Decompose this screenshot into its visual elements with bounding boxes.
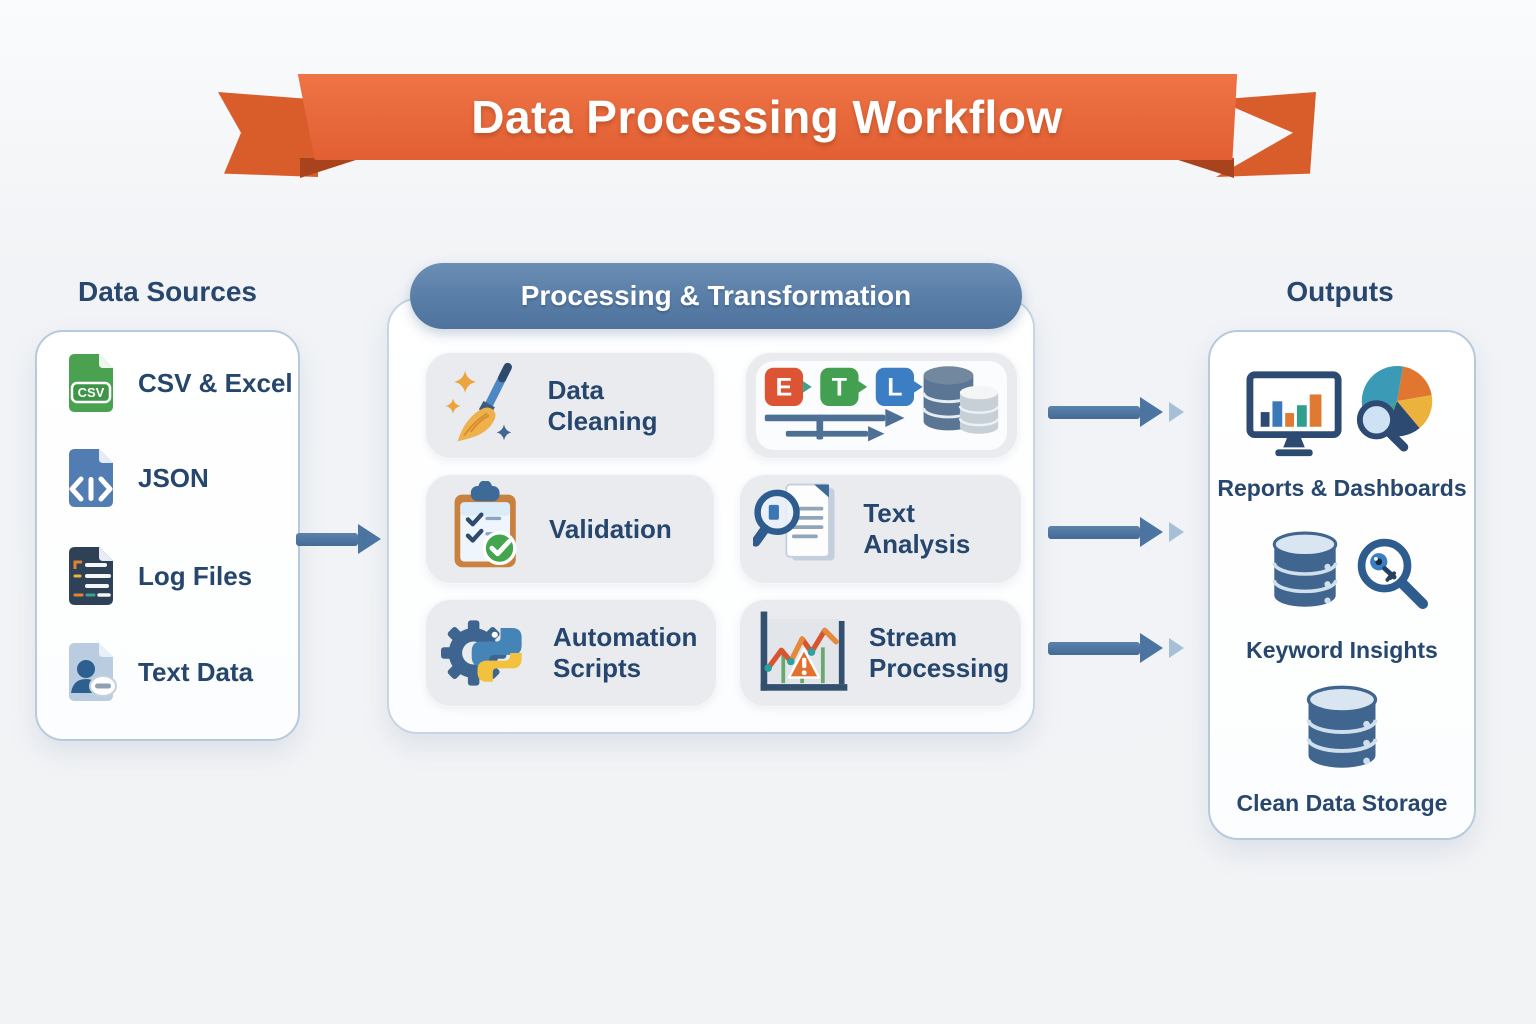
- database-icon: [1272, 531, 1338, 607]
- monitor-bars-icon: [1246, 371, 1342, 457]
- svg-text:L: L: [887, 373, 902, 401]
- flow-arrow-to-storage: [1048, 633, 1184, 663]
- processing-item-label: Stream Processing: [869, 622, 1010, 683]
- outputs-section-title: Outputs: [1286, 276, 1394, 307]
- log-file-icon: [69, 547, 113, 605]
- source-item-label: Log Files: [138, 560, 253, 591]
- database-icon: [1306, 685, 1378, 768]
- processing-item-text-analysis: Text Analysis: [739, 474, 1022, 584]
- clipboard-check-icon: [454, 481, 517, 568]
- arrow-mini-head: [1169, 522, 1184, 542]
- arrow-shaft: [1048, 405, 1140, 419]
- source-item-csv-excel: CSV CSV & Excel: [61, 352, 293, 414]
- processing-item-data-cleaning: Data Cleaning: [425, 352, 715, 459]
- svg-text:E: E: [776, 373, 793, 401]
- ribbon-band: Data Processing Workflow: [297, 74, 1238, 160]
- ribbon-left-fold: [300, 158, 362, 178]
- sources-section-title: Data Sources: [78, 276, 257, 307]
- magnifier-key-icon: [1357, 538, 1429, 610]
- json-file-icon: [69, 449, 113, 507]
- svg-text:CSV: CSV: [78, 385, 105, 400]
- pie-magnifier-icon: [1356, 365, 1433, 452]
- source-item-text-data: Text Data: [61, 641, 253, 703]
- outputs-card: Reports & Dashboards Keyword Insights Cl…: [1208, 330, 1476, 840]
- text-data-file-icon: [69, 643, 117, 701]
- flow-arrow-to-reports: [1048, 397, 1184, 427]
- arrow-shaft: [296, 532, 358, 546]
- etl-panel: E T L: [756, 361, 1007, 450]
- svg-text:T: T: [832, 373, 847, 401]
- output-item-label: Reports & Dashboards: [1217, 475, 1467, 501]
- source-item-log-files: Log Files: [61, 545, 252, 607]
- magnifier-document-icon: [753, 483, 835, 561]
- output-item-label: Keyword Insights: [1246, 637, 1438, 663]
- arrow-head: [1140, 633, 1163, 663]
- arrow-head: [358, 524, 381, 554]
- source-item-label: JSON: [138, 462, 209, 493]
- flow-arrow-sources-to-processing: [296, 524, 381, 554]
- broom-sparkles-icon: [445, 362, 512, 441]
- processing-item-label: Validation: [549, 513, 672, 544]
- stream-chart-icon: [760, 611, 848, 691]
- arrow-head: [1140, 517, 1163, 547]
- arrow-head: [1140, 397, 1163, 427]
- processing-section-title: Processing & Transformation: [410, 263, 1022, 329]
- processing-item-stream-processing: Stream Processing: [739, 599, 1022, 707]
- processing-item-label: Text Analysis: [863, 498, 971, 559]
- source-item-label: Text Data: [138, 656, 254, 687]
- arrow-shaft: [1048, 525, 1140, 539]
- csv-file-icon: CSV: [69, 354, 113, 412]
- flow-arrow-to-keyword-insights: [1048, 517, 1184, 547]
- arrow-mini-head: [1169, 638, 1184, 658]
- gear-python-icon: [441, 620, 522, 686]
- source-item-label: CSV & Excel: [138, 367, 293, 398]
- etl-pipeline-icon: E T L: [764, 365, 1000, 441]
- arrow-mini-head: [1169, 402, 1184, 422]
- processing-item-label: Data Cleaning: [547, 374, 658, 436]
- sources-card: CSV CSV & Excel JSON: [35, 330, 300, 741]
- processing-item-automation-scripts: Automation Scripts: [425, 599, 717, 707]
- processing-item-label: Automation Scripts: [553, 622, 698, 683]
- arrow-shaft: [1048, 641, 1140, 655]
- title-ribbon: Data Processing Workflow: [0, 0, 1536, 210]
- processing-item-etl: E T L: [745, 352, 1018, 459]
- processing-item-validation: Validation: [425, 474, 715, 584]
- processing-card: Data Cleaning E T L: [387, 298, 1035, 734]
- source-item-json: JSON: [61, 447, 209, 509]
- main-title: Data Processing Workflow: [471, 91, 1063, 143]
- output-item-label: Clean Data Storage: [1236, 790, 1448, 816]
